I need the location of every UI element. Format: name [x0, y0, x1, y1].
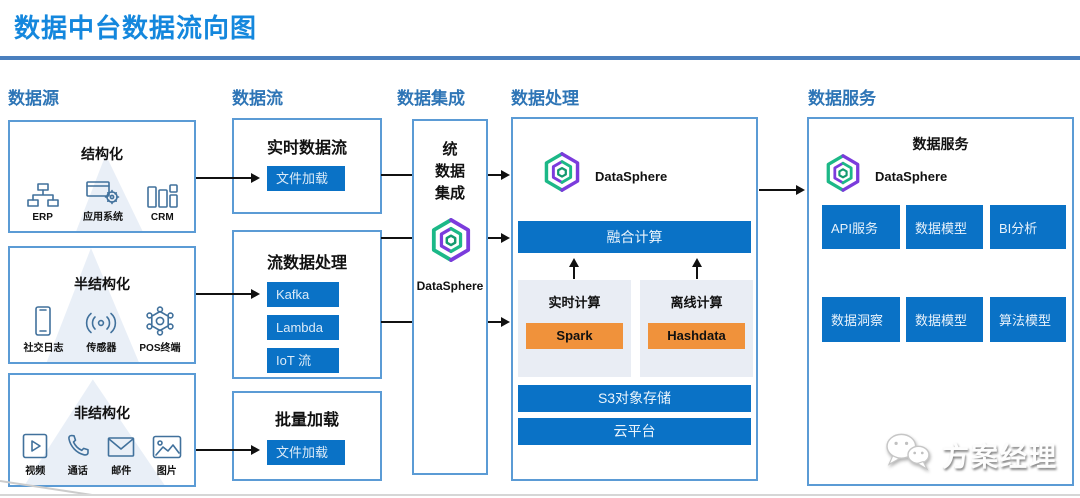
watermark: 方案经理	[884, 432, 1058, 477]
source-item-video: 视频	[22, 433, 48, 477]
cloud-platform-bar: 云平台	[518, 418, 751, 445]
column-header-source: 数据源	[8, 89, 59, 108]
source-box-title: 结构化	[81, 146, 123, 162]
source-box-unstructured: 非结构化 视频 通话 邮件	[8, 373, 196, 487]
image-icon	[152, 435, 182, 459]
source-item-image: 图片	[152, 435, 182, 477]
integration-box: 统 数据 集成 DataSphere	[412, 119, 488, 475]
column-header-flow: 数据流	[232, 89, 283, 108]
datasphere-logo-icon	[543, 151, 581, 193]
flow-box-stream-processing: 流数据处理 Kafka Lambda IoT 流	[232, 230, 382, 379]
source-item-sensor: 传感器	[82, 310, 120, 354]
column-header-processing: 数据处理	[511, 89, 579, 108]
source-item-social-log: 社交日志	[23, 306, 63, 354]
mail-icon	[107, 435, 135, 459]
file-load-button: 文件加载	[267, 166, 345, 191]
video-icon	[22, 433, 48, 459]
arrow-realtime-to-fusion	[569, 258, 579, 279]
corner-diagonal-line	[0, 480, 93, 496]
api-service-button: API服务	[822, 205, 900, 249]
source-box-semi-structured: 半结构化 社交日志 传感器 POS终端	[8, 246, 196, 364]
lambda-button: Lambda	[267, 315, 339, 340]
app-system-icon	[85, 179, 121, 205]
file-load-button: 文件加载	[267, 440, 345, 465]
hashdata-button: Hashdata	[648, 323, 745, 349]
kafka-button: Kafka	[267, 282, 339, 307]
processing-box: DataSphere 融合计算 实时计算 Spark 离线计算 Hashdata…	[511, 117, 758, 481]
offline-compute-panel: 离线计算 Hashdata	[640, 280, 753, 377]
title-divider	[0, 56, 1080, 60]
arrow-structured-to-realtime	[196, 173, 260, 183]
crm-icon	[146, 183, 179, 209]
page-title: 数据中台数据流向图	[14, 13, 258, 43]
smartphone-icon	[34, 306, 52, 336]
integration-label: 统 数据 集成	[434, 141, 465, 202]
flow-box-realtime-stream: 实时数据流 文件加载	[232, 118, 382, 214]
arrow-integration-to-processing-2	[488, 233, 510, 243]
flow-box-title: 流数据处理	[266, 255, 347, 272]
source-item-erp: ERP	[26, 183, 60, 223]
column-header-integration: 数据集成	[397, 89, 465, 108]
source-item-call: 通话	[65, 433, 91, 477]
data-model-button: 数据模型	[906, 205, 983, 249]
pos-network-icon	[145, 306, 175, 336]
datasphere-label: DataSphere	[875, 169, 948, 184]
arrow-integration-to-processing-1	[488, 170, 510, 180]
flow-box-batch-load: 批量加载 文件加载	[232, 391, 382, 481]
datasphere-label: DataSphere	[416, 279, 484, 293]
source-item-app-system: 应用系统	[83, 179, 123, 223]
wechat-icon	[884, 432, 932, 477]
arrow-offline-to-fusion	[692, 258, 702, 279]
flow-box-title: 实时数据流	[266, 140, 347, 157]
source-item-mail: 邮件	[107, 435, 135, 477]
line-realtime-to-integration	[381, 174, 412, 176]
source-box-structured: 结构化 ERP 应用系统 CRM	[8, 120, 196, 233]
datasphere-label: DataSphere	[595, 169, 668, 184]
bi-analysis-button: BI分析	[990, 205, 1066, 249]
data-insight-button: 数据洞察	[822, 297, 900, 342]
data-model-button-2: 数据模型	[906, 297, 983, 342]
arrow-integration-to-processing-3	[488, 317, 510, 327]
panel-title: 离线计算	[670, 295, 723, 310]
fusion-compute-bar: 融合计算	[518, 221, 751, 253]
algorithm-model-button: 算法模型	[990, 297, 1066, 342]
arrow-semi-to-kafka	[196, 289, 260, 299]
s3-storage-bar: S3对象存储	[518, 385, 751, 412]
line-stream-to-integration-1	[381, 237, 412, 239]
services-box-title: 数据服务	[912, 136, 969, 152]
slide-bottom-edge	[0, 494, 1080, 496]
services-box: 数据服务 DataSphere API服务 数据模型 BI分析 数据洞察 数据模…	[807, 117, 1074, 486]
iot-stream-button: IoT 流	[267, 348, 339, 373]
source-box-title: 非结构化	[74, 405, 130, 421]
spark-button: Spark	[526, 323, 623, 349]
phone-handset-icon	[65, 433, 91, 459]
column-header-services: 数据服务	[808, 89, 876, 108]
source-box-title: 半结构化	[74, 276, 130, 292]
flow-box-title: 批量加载	[274, 412, 339, 429]
watermark-text: 方案经理	[942, 442, 1058, 472]
source-item-pos-terminal: POS终端	[139, 306, 181, 354]
source-item-crm: CRM	[146, 183, 179, 223]
org-chart-icon	[26, 183, 60, 209]
datasphere-logo-icon	[825, 153, 861, 193]
sensor-signal-icon	[82, 310, 120, 336]
arrow-unstructured-to-batch	[196, 445, 260, 455]
panel-title: 实时计算	[548, 295, 601, 310]
line-stream-to-integration-2	[381, 321, 412, 323]
realtime-compute-panel: 实时计算 Spark	[518, 280, 631, 377]
arrow-processing-to-services	[759, 185, 805, 195]
datasphere-logo-icon	[430, 217, 472, 263]
